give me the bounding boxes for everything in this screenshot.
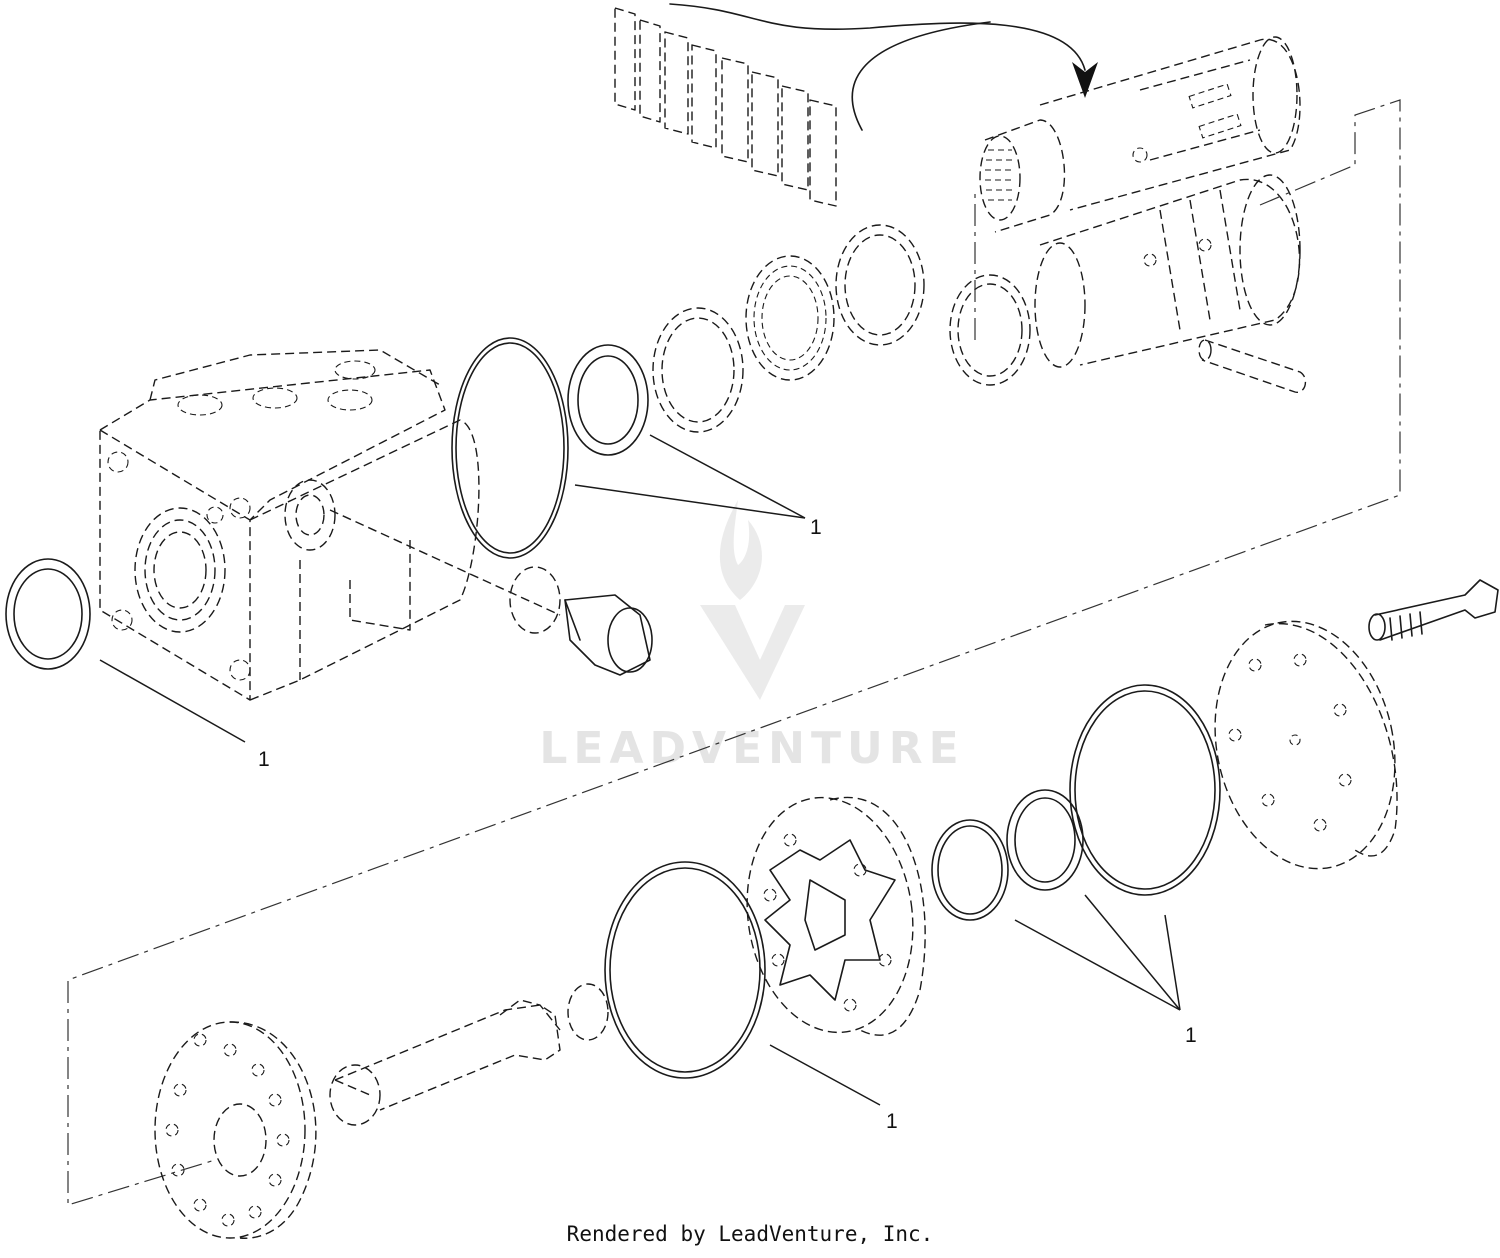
leader-lines xyxy=(99,434,1181,1106)
cap-screw xyxy=(1368,579,1499,641)
plug-o-ring xyxy=(509,566,561,634)
seal-ring-b xyxy=(931,819,1009,921)
spool-outer-sleeve xyxy=(1034,174,1301,368)
ref-1-orings-upper: 1 xyxy=(810,516,822,539)
centering-springs xyxy=(614,7,837,207)
ref-1-seals-lower-right: 1 xyxy=(1185,1024,1197,1047)
assembly-centerline xyxy=(67,99,1401,1206)
ref-1-oring-lower: 1 xyxy=(886,1110,898,1133)
rendered-by-footer: Rendered by LeadVenture, Inc. xyxy=(566,1222,934,1246)
seal-ring-a xyxy=(1006,789,1084,891)
valve-housing xyxy=(99,349,480,701)
needle-thrust-bearing xyxy=(745,255,835,381)
spool-sleeve xyxy=(979,36,1301,233)
bearing-race-2 xyxy=(949,274,1031,386)
ref-1-seal-left: 1 xyxy=(258,748,270,771)
cross-pin xyxy=(1198,339,1307,393)
watermark-text: LEADVENTURE xyxy=(539,723,964,774)
wear-plate xyxy=(154,1021,317,1239)
o-ring-upper xyxy=(451,337,569,559)
spacer xyxy=(567,983,609,1041)
bearing-race-1 xyxy=(835,224,925,346)
end-cap xyxy=(1214,620,1398,870)
o-ring-end-cap xyxy=(1069,684,1221,896)
shaft-seal-left xyxy=(5,558,91,670)
o-ring-lower xyxy=(604,861,766,1079)
gerotor-set xyxy=(746,796,926,1036)
shaft-seal-upper xyxy=(567,344,649,456)
drive-shaft xyxy=(329,999,561,1126)
assembly-arrow xyxy=(669,3,1098,131)
leadventure-watermark-logo: LEADVENTURE xyxy=(539,500,964,774)
thrust-washer xyxy=(652,307,744,433)
port-plug xyxy=(564,594,653,676)
